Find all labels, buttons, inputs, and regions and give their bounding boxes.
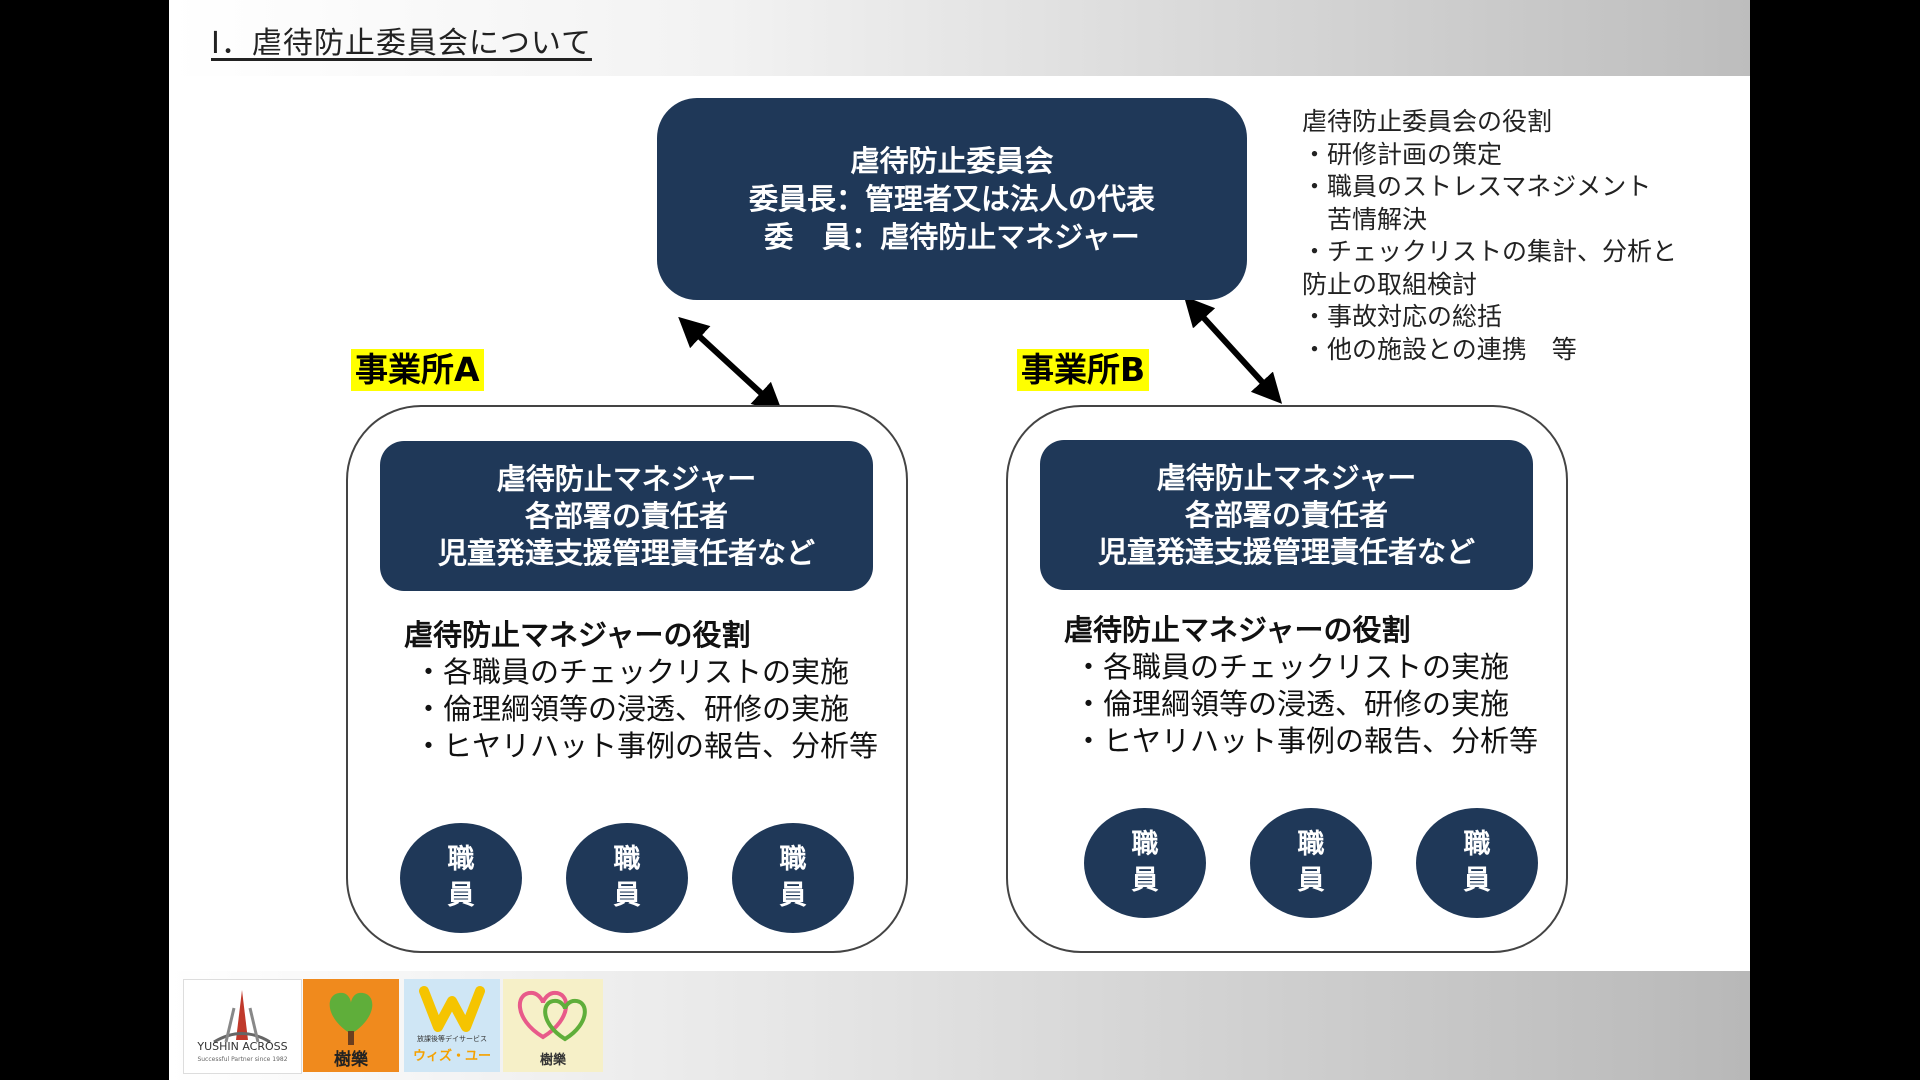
manager-line: 児童発達支援管理責任者など — [437, 535, 815, 570]
staff-char: 員 — [447, 880, 475, 911]
office-a-label: 事業所A — [351, 349, 484, 391]
manager-box: 虐待防止マネジャー 各部署の責任者 児童発達支援管理責任者など — [1040, 440, 1533, 590]
manager-line: 虐待防止マネジャー — [496, 461, 757, 496]
manager-role-item: ・ヒヤリハット事例の報告、分析等 — [1074, 724, 1539, 758]
staff-circle: 職 員 — [1250, 808, 1372, 918]
manager-roles: 虐待防止マネジャーの役割 ・各職員のチェックリストの実施 ・倫理綱領等の浸透、研… — [404, 617, 878, 765]
with-you-logo-text: ウィズ・ユー — [412, 1049, 491, 1064]
staff-char: 員 — [1131, 865, 1159, 896]
footer-bar: YUSHIN ACROSS Successful Partner since 1… — [169, 971, 1750, 1080]
tree-heart-icon — [329, 992, 373, 1045]
arrow-committee-office-b — [1183, 296, 1283, 404]
staff-circle: 職 員 — [1416, 808, 1538, 918]
committee-box: 虐待防止委員会 委員長：管理者又は法人の代表 委 員：虐待防止マネジャー — [657, 98, 1247, 300]
staff-char: 員 — [1297, 865, 1325, 896]
manager-role-item: ・ヒヤリハット事例の報告、分析等 — [414, 729, 879, 763]
manager-role-item: ・各職員のチェックリストの実施 — [414, 655, 850, 689]
manager-line: 虐待防止マネジャー — [1156, 460, 1417, 495]
tokuraku-tree-logo: 樹樂 — [303, 979, 399, 1072]
double-heart-icon — [518, 990, 587, 1042]
manager-line: 児童発達支援管理責任者など — [1097, 534, 1475, 569]
staff-char: 職 — [1131, 829, 1159, 860]
staff-char: 職 — [447, 844, 475, 875]
committee-role-item: ・研修計画の策定 — [1302, 139, 1503, 169]
arrow-committee-office-a — [678, 316, 783, 414]
committee-roles: 虐待防止委員会の役割 ・研修計画の策定 ・職員のストレスマネジメント 苦情解決 … — [1302, 106, 1677, 366]
committee-roles-heading: 虐待防止委員会の役割 — [1302, 107, 1553, 136]
yushin-logo-text: YUSHIN ACROSS — [197, 1040, 288, 1053]
manager-line: 各部署の責任者 — [524, 498, 728, 533]
staff-char: 職 — [1297, 829, 1325, 860]
yushin-tower-icon — [213, 990, 271, 1044]
tokuraku-logo-text: 樹樂 — [334, 1050, 368, 1070]
committee-role-item: ・事故対応の総括 — [1302, 302, 1503, 331]
committee-role-item: 苦情解決 — [1302, 204, 1428, 234]
slide: Ⅰ．虐待防止委員会について 虐待防止委員会 委員長：管理者又は法人の代表 委 員… — [169, 0, 1750, 1080]
staff-char: 員 — [613, 880, 641, 911]
yushin-across-logo: YUSHIN ACROSS Successful Partner since 1… — [183, 979, 302, 1074]
committee-role-item: 防止の取組検討 — [1302, 269, 1478, 299]
staff-circle: 職 員 — [1084, 808, 1206, 918]
with-you-logo: 放課後等デイサービス ウィズ・ユー — [404, 979, 500, 1072]
staff-circle: 職 員 — [732, 823, 854, 933]
manager-line: 各部署の責任者 — [1184, 497, 1388, 532]
staff-char: 職 — [779, 844, 807, 875]
committee-role-item: ・他の施設との連携 等 — [1302, 334, 1577, 364]
slide-title: Ⅰ．虐待防止委員会について — [211, 26, 592, 61]
staff-char: 職 — [613, 844, 641, 875]
committee-line: 虐待防止委員会 — [850, 144, 1054, 178]
manager-roles-heading: 虐待防止マネジャーの役割 — [1064, 613, 1411, 647]
manager-role-item: ・各職員のチェックリストの実施 — [1074, 650, 1510, 684]
with-you-logo-sub: 放課後等デイサービス — [417, 1035, 487, 1043]
staff-circle: 職 員 — [566, 823, 688, 933]
manager-roles-heading: 虐待防止マネジャーの役割 — [404, 618, 751, 652]
staff-char: 員 — [779, 880, 807, 911]
manager-roles: 虐待防止マネジャーの役割 ・各職員のチェックリストの実施 ・倫理綱領等の浸透、研… — [1064, 612, 1538, 760]
tokuraku-heart-logo: 樹樂 — [503, 979, 603, 1072]
yushin-logo-sub: Successful Partner since 1982 — [197, 1056, 288, 1063]
manager-role-item: ・倫理綱領等の浸透、研修の実施 — [414, 692, 850, 726]
committee-role-item: ・チェックリストの集計、分析と — [1302, 237, 1678, 266]
committee-role-item: ・職員のストレスマネジメント — [1302, 172, 1652, 201]
staff-char: 職 — [1463, 829, 1491, 860]
staff-circle: 職 員 — [400, 823, 522, 933]
staff-char: 員 — [1463, 865, 1491, 896]
manager-box: 虐待防止マネジャー 各部署の責任者 児童発達支援管理責任者など — [380, 441, 873, 591]
header-bar: Ⅰ．虐待防止委員会について — [169, 0, 1750, 76]
manager-role-item: ・倫理綱領等の浸透、研修の実施 — [1074, 687, 1510, 721]
with-you-w-icon — [419, 986, 485, 1032]
office-b-label: 事業所B — [1017, 349, 1150, 391]
committee-line: 委 員：虐待防止マネジャー — [764, 220, 1140, 254]
tokuraku-heart-logo-text: 樹樂 — [539, 1053, 566, 1068]
committee-line: 委員長：管理者又は法人の代表 — [748, 182, 1155, 216]
